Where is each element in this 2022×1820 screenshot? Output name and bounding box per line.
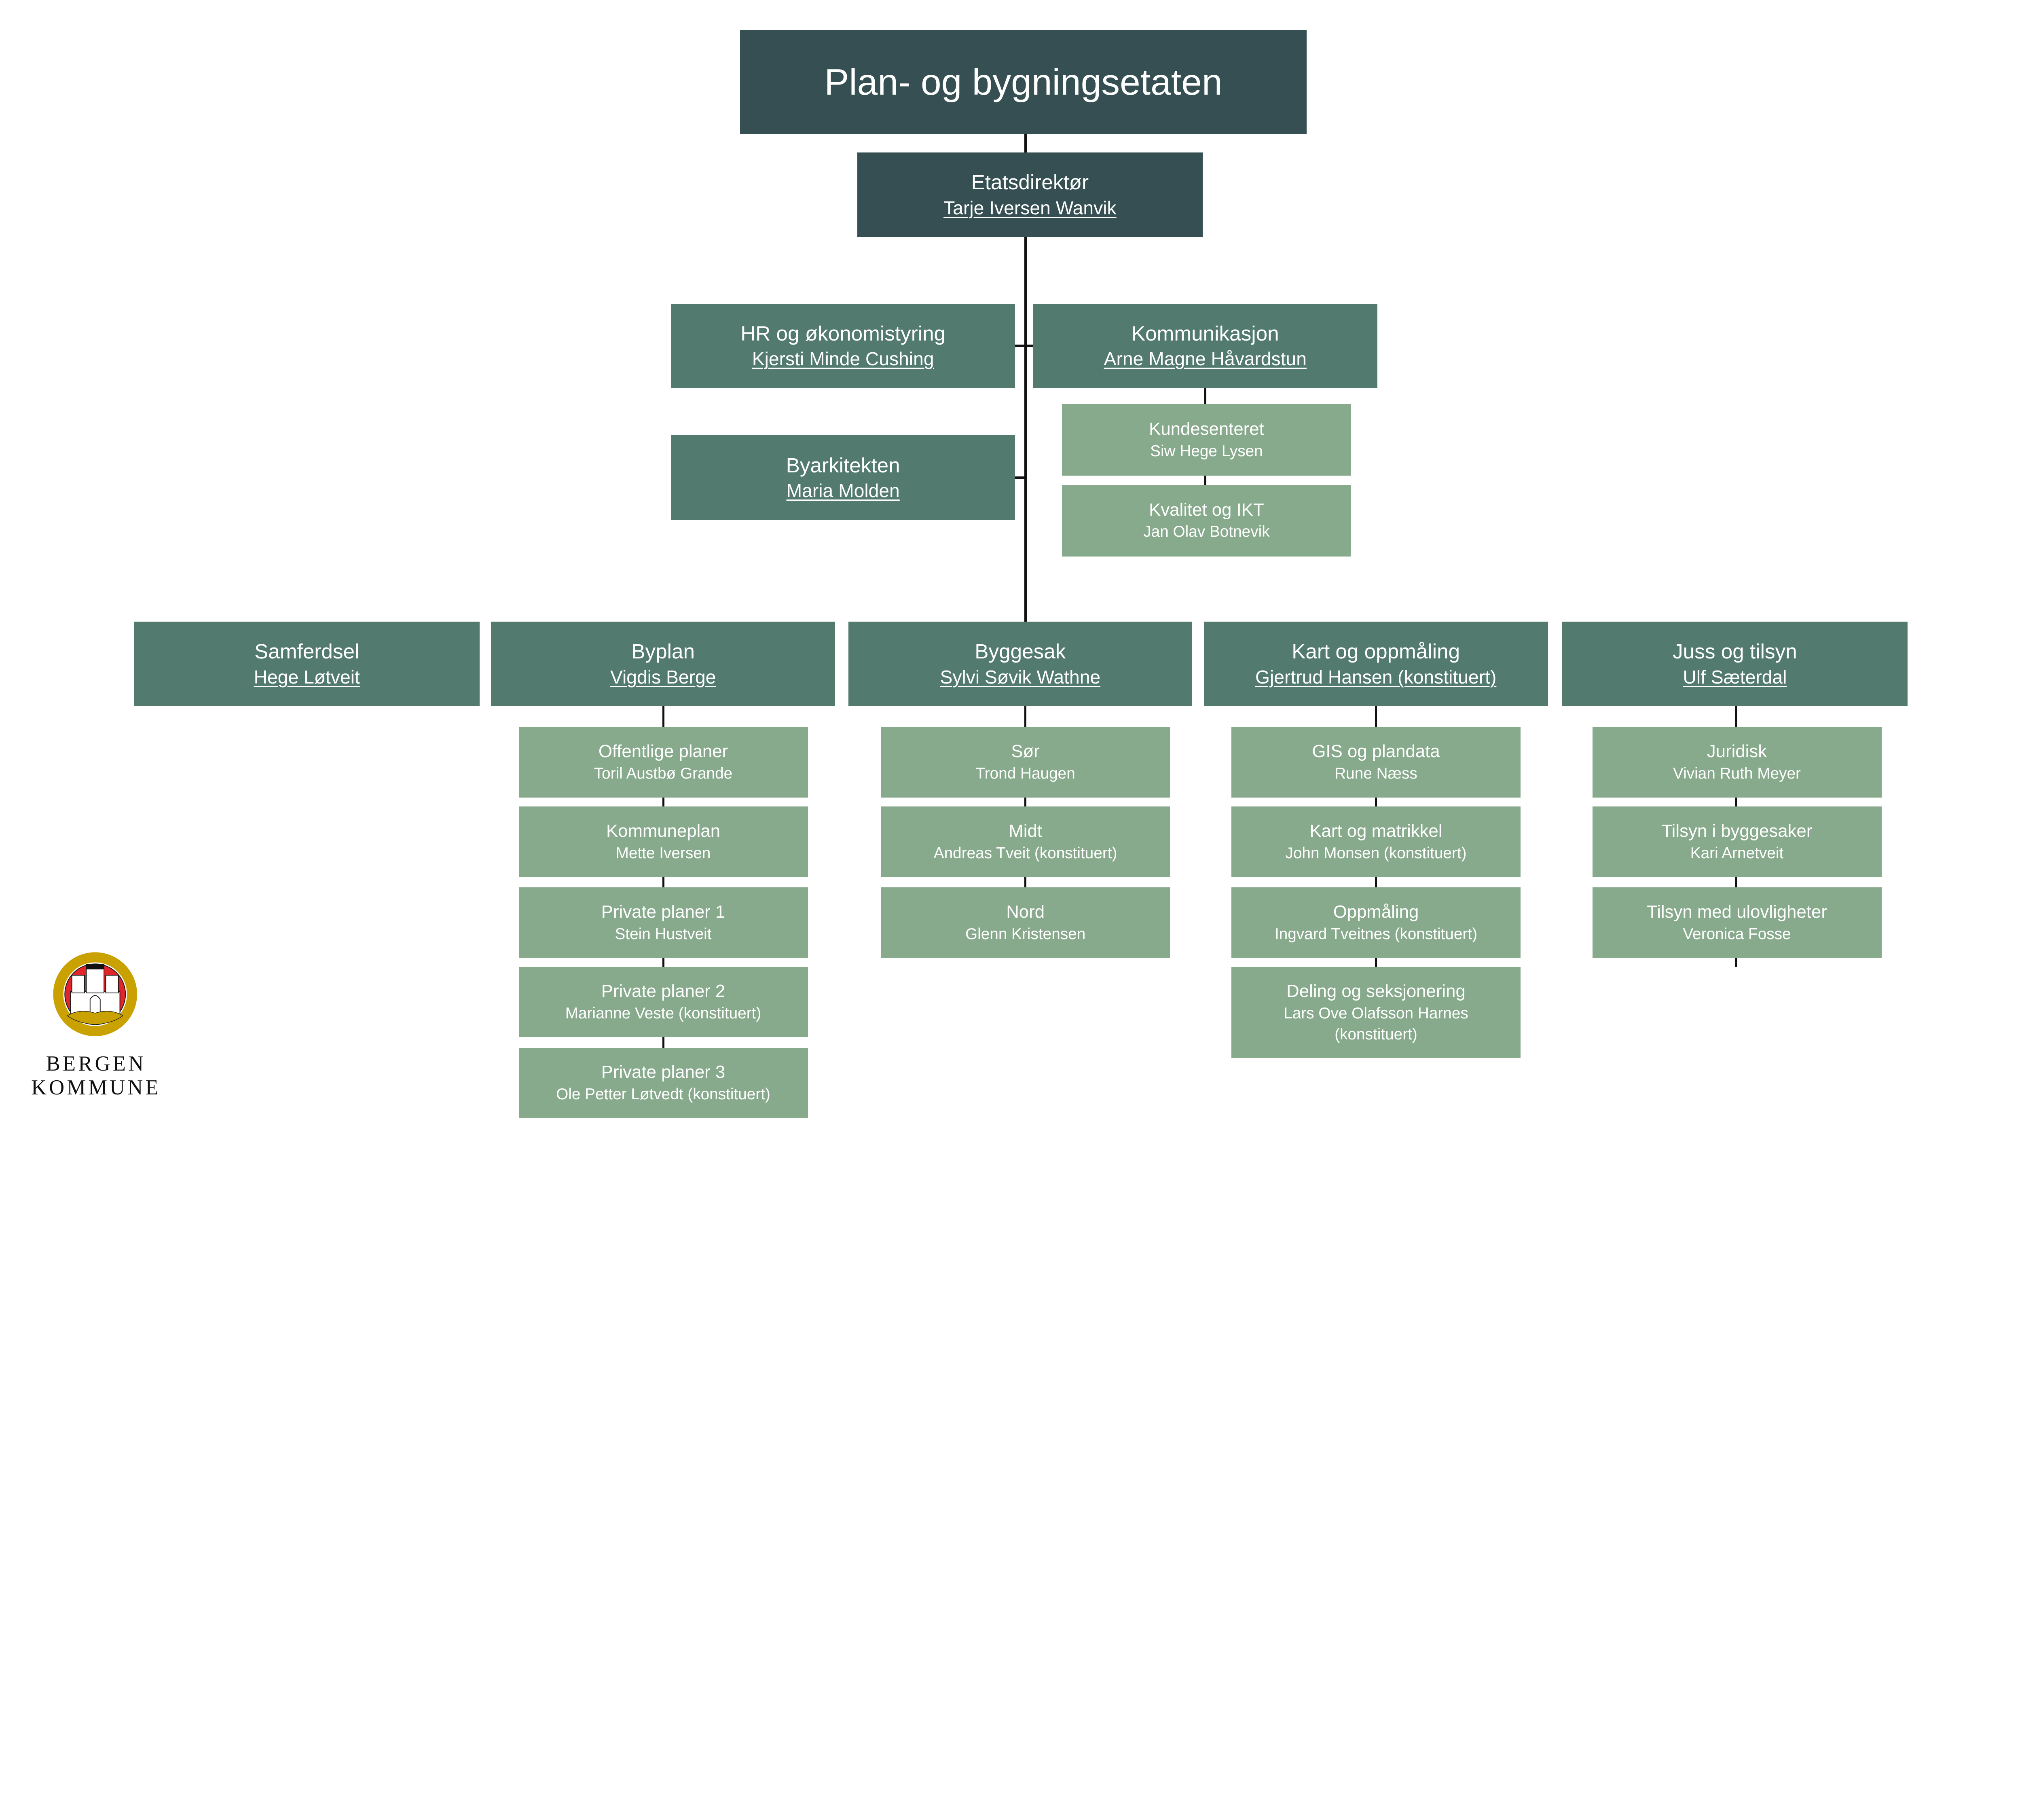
unit-leader: Siw Hege Lysen [1150,442,1263,460]
unit-leader: Vivian Ruth Meyer [1673,765,1801,783]
unit-box: Midt Andreas Tveit (konstituert) [881,806,1170,877]
unit-leader: Kari Arnetveit [1690,844,1784,862]
director-box: Etatsdirektør Tarje Iversen Wanvik [857,152,1203,237]
unit-box: GIS og plandata Rune Næss [1231,727,1521,798]
unit-leader: Veronica Fosse [1683,925,1791,943]
byarkitekten-box: Byarkitekten Maria Molden [671,435,1015,520]
byarkitekten-name-link[interactable]: Maria Molden [786,480,900,501]
unit-title: Nord [1006,902,1045,922]
unit-box: Kart og matrikkel John Monsen (konstitue… [1231,806,1521,877]
unit-box: Kommuneplan Mette Iversen [518,806,808,877]
department-samferdsel: Samferdsel Hege Løtveit [134,621,480,707]
connector-byplan-units [662,706,664,1050]
director-name-link[interactable]: Tarje Iversen Wanvik [943,197,1117,218]
department-title: Kart og oppmåling [1292,640,1460,663]
director-role: Etatsdirektør [971,171,1089,194]
unit-box: Deling og seksjonering Lars Ove Olafsson… [1231,967,1521,1058]
org-title-text: Plan- og bygningsetaten [824,61,1223,103]
unit-title: Kommuneplan [606,821,721,841]
unit-title: Midt [1009,821,1042,841]
kommunikasjon-box: Kommunikasjon Arne Magne Håvardstun [1033,303,1377,388]
unit-title: Kvalitet og IKT [1149,499,1264,520]
unit-box: Private planer 3 Ole Petter Løtvedt (kon… [518,1048,808,1118]
unit-box-kundesenteret: Kundesenteret Siw Hege Lysen [1062,404,1352,476]
logo-line-2: KOMMUNE [31,1076,161,1100]
byarkitekten-title: Byarkitekten [786,453,900,477]
kommunikasjon-title: Kommunikasjon [1132,322,1279,345]
unit-title: Oppmåling [1333,902,1419,922]
bergen-seal-icon [53,952,137,1036]
unit-title: Juridisk [1707,741,1767,762]
department-title: Byplan [631,640,695,663]
department-juss-tilsyn: Juss og tilsyn Ulf Sæterdal [1562,621,1908,707]
department-byggesak: Byggesak Sylvi Søvik Wathne [848,621,1193,707]
unit-title: Private planer 1 [601,902,725,922]
hr-title: HR og økonomistyring [740,322,946,345]
unit-title: Kart og matrikkel [1309,821,1442,841]
department-leader-link[interactable]: Gjertrud Hansen (konstituert) [1255,666,1497,688]
hr-box: HR og økonomistyring Kjersti Minde Cushi… [671,303,1015,388]
hr-name-link[interactable]: Kjersti Minde Cushing [752,348,934,370]
unit-box-kvalitet-ikt: Kvalitet og IKT Jan Olav Botnevik [1062,485,1352,557]
department-byplan: Byplan Vigdis Berge [491,621,835,707]
connector-byarkitekten [1015,476,1025,479]
unit-title: Offentlige planer [598,741,728,762]
unit-leader: Rune Næss [1335,765,1417,783]
unit-title: Deling og seksjonering [1286,981,1466,1001]
unit-leader: Marianne Veste (konstituert) [565,1004,761,1022]
unit-box: Sør Trond Haugen [881,727,1170,798]
unit-leader: Jan Olav Botnevik [1143,523,1270,541]
department-leader-link[interactable]: Hege Løtveit [254,666,360,688]
unit-leader: Glenn Kristensen [965,925,1086,943]
unit-leader: Stein Hustveit [615,925,712,943]
unit-title: Sør [1011,741,1040,762]
unit-leader: Mette Iversen [615,844,711,862]
department-title: Byggesak [975,640,1066,663]
unit-box: Tilsyn med ulovligheter Veronica Fosse [1592,887,1882,958]
unit-box: Private planer 2 Marianne Veste (konstit… [518,967,808,1037]
unit-title: Tilsyn i byggesaker [1661,821,1813,841]
unit-box: Offentlige planer Toril Austbø Grande [518,727,808,798]
department-leader-link[interactable]: Sylvi Søvik Wathne [940,666,1101,688]
department-title: Juss og tilsyn [1673,640,1797,663]
department-leader-link[interactable]: Ulf Sæterdal [1683,666,1787,688]
logo-line-1: BERGEN [46,1052,146,1075]
unit-title: Private planer 2 [601,981,725,1001]
unit-title: Tilsyn med ulovligheter [1647,902,1827,922]
org-title: Plan- og bygningsetaten [740,30,1307,134]
unit-leader: Andreas Tveit (konstituert) [933,844,1117,862]
unit-leader: Trond Haugen [975,765,1075,783]
department-leader-link[interactable]: Vigdis Berge [610,666,716,688]
unit-leader: Ingvard Tveitnes (konstituert) [1274,925,1478,943]
connector-hr [1015,344,1033,347]
unit-box: Nord Glenn Kristensen [881,887,1170,958]
connector-main [1024,134,1027,622]
unit-leader: Toril Austbø Grande [594,765,733,783]
unit-title: Kundesenteret [1149,419,1264,439]
unit-title: Private planer 3 [601,1062,725,1082]
department-title: Samferdsel [254,640,360,663]
unit-box: Private planer 1 Stein Hustveit [518,887,808,958]
unit-leader: John Monsen (konstituert) [1285,844,1467,862]
unit-box: Tilsyn i byggesaker Kari Arnetveit [1592,806,1882,877]
unit-leader: Ole Petter Løtvedt (konstituert) [556,1085,770,1103]
unit-box: Juridisk Vivian Ruth Meyer [1592,727,1882,798]
unit-box: Oppmåling Ingvard Tveitnes (konstituert) [1231,887,1521,958]
kommunikasjon-name-link[interactable]: Arne Magne Håvardstun [1104,348,1307,370]
unit-leader: Lars Ove Olafsson Harnes (konstituert) [1284,1004,1468,1043]
department-kart-oppmaling: Kart og oppmåling Gjertrud Hansen (konst… [1203,621,1548,707]
unit-title: GIS og plandata [1312,741,1440,762]
